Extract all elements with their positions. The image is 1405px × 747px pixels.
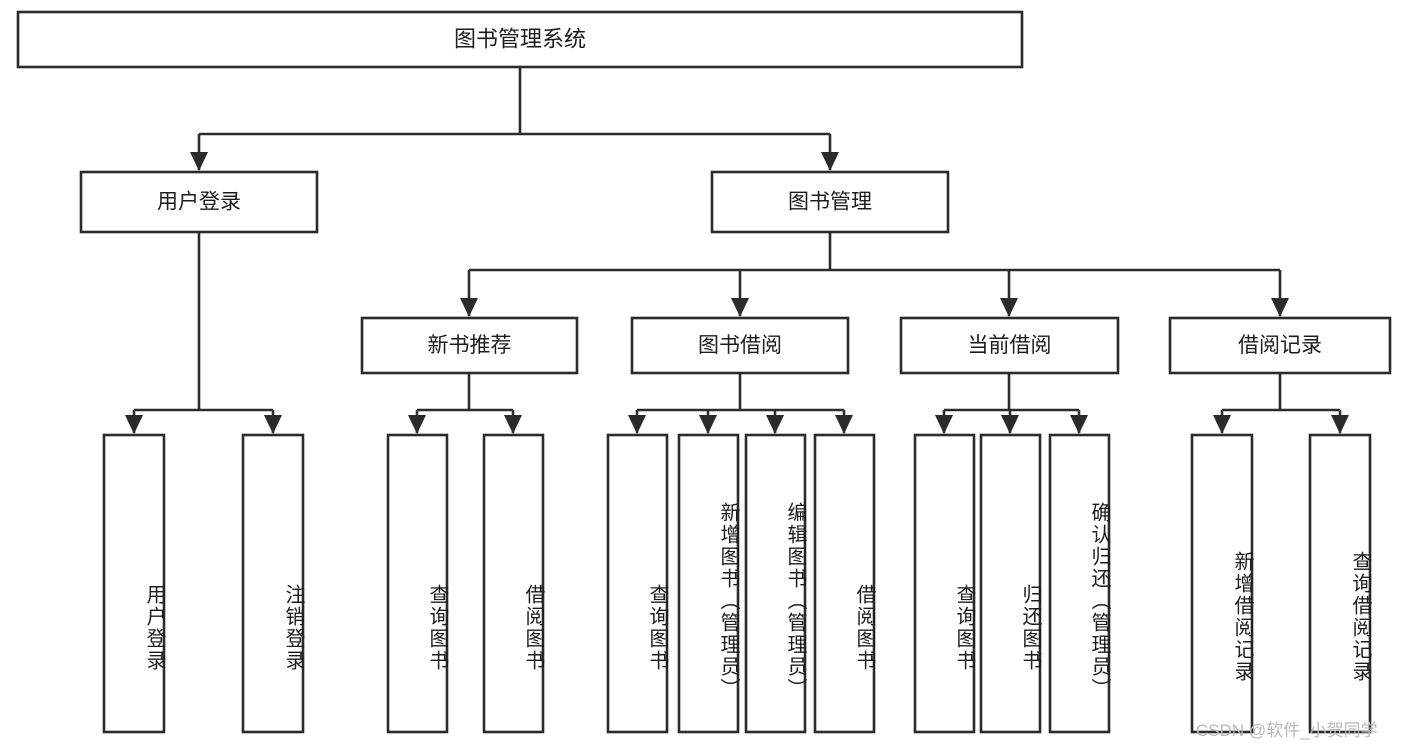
node-borrow-record-label: 借阅记录 <box>1238 334 1322 357</box>
arrow-head-icon <box>264 415 282 434</box>
arrow-head-icon <box>1271 298 1289 317</box>
arrow-head-icon <box>935 415 953 434</box>
leaf-leaf-add-book-box[interactable] <box>677 433 740 734</box>
leaf-leaf-user-login-box[interactable] <box>102 433 166 734</box>
arrow-head-icon <box>835 415 853 434</box>
arrow-head-icon <box>821 152 839 171</box>
arrow-head-icon <box>408 415 426 434</box>
leaf-leaf-borrow-book-box[interactable] <box>813 433 876 734</box>
arrow-head-icon <box>190 152 208 171</box>
leaf-leaf-query-book-borrow-box[interactable] <box>606 433 669 734</box>
node-box-layer <box>16 10 1392 734</box>
leaf-leaf-query-book-current-box[interactable] <box>913 433 976 734</box>
arrow-head-icon <box>628 415 646 434</box>
leaf-leaf-edit-book-box[interactable] <box>744 433 807 734</box>
arrow-head-icon <box>1000 298 1018 317</box>
arrow-head-icon <box>125 415 143 434</box>
leaf-leaf-add-record-box[interactable] <box>1190 433 1254 734</box>
node-book-borrow-label: 图书借阅 <box>698 334 782 357</box>
node-book-borrow-box[interactable] <box>630 316 850 375</box>
arrow-head-icon <box>731 298 749 317</box>
arrow-head-icon <box>1070 415 1088 434</box>
arrow-head-icon <box>1331 415 1349 434</box>
arrow-head-icon <box>699 415 717 434</box>
root-node-box[interactable] <box>16 10 1024 69</box>
arrow-head-icon <box>460 298 478 317</box>
node-book-manage-label: 图书管理 <box>788 191 872 214</box>
leaf-leaf-return-book-box[interactable] <box>979 433 1042 734</box>
arrow-head-icon <box>1001 415 1019 434</box>
node-new-book-rec-box[interactable] <box>360 316 579 375</box>
leaf-leaf-query-book-rec-box[interactable] <box>386 433 449 734</box>
arrow-head-icon <box>1213 415 1231 434</box>
leaf-leaf-query-record-box[interactable] <box>1308 433 1372 734</box>
node-new-book-rec-label: 新书推荐 <box>428 334 512 357</box>
leaf-leaf-borrow-book-rec-box[interactable] <box>482 433 545 734</box>
node-book-manage-box[interactable] <box>710 170 950 234</box>
node-current-borrow-box[interactable] <box>899 316 1120 375</box>
watermark: CSDN @软件_小贺同学 <box>1196 721 1378 740</box>
node-user-login-box[interactable] <box>79 170 319 234</box>
connector-layer <box>125 67 1349 434</box>
node-user-login-label: 用户登录 <box>157 191 241 214</box>
node-borrow-record-box[interactable] <box>1168 316 1392 375</box>
node-current-borrow-label: 当前借阅 <box>968 334 1052 357</box>
arrow-head-icon <box>766 415 784 434</box>
leaf-leaf-confirm-return-box[interactable] <box>1048 433 1111 734</box>
arrow-head-icon <box>504 415 522 434</box>
leaf-leaf-user-logout-box[interactable] <box>241 433 305 734</box>
root-node-label: 图书管理系统 <box>454 26 586 51</box>
